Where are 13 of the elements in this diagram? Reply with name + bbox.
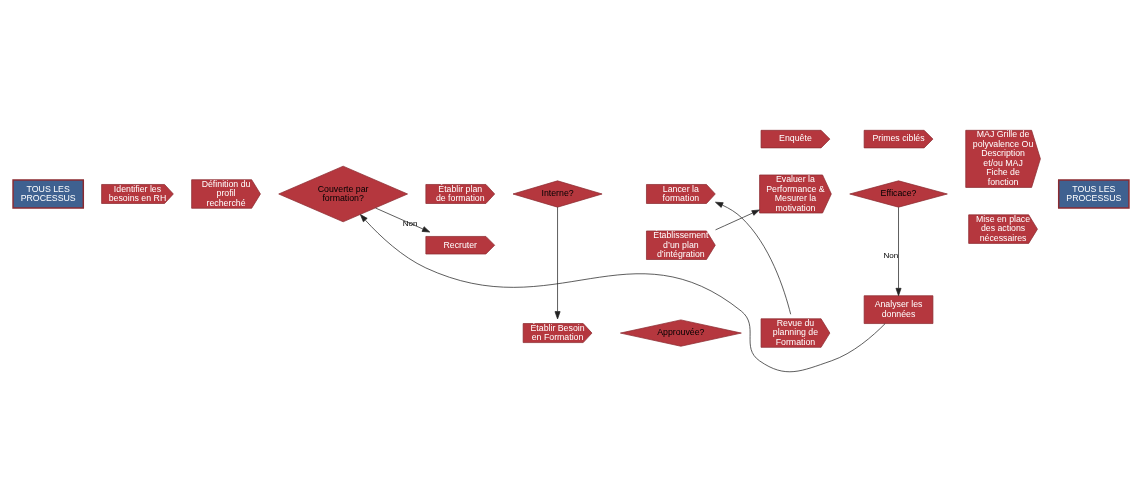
arrow (715, 201, 792, 315)
arrow (895, 206, 902, 296)
edge-label: Non (883, 250, 899, 260)
node-box: TOUS LES PROCESSUS (12, 179, 85, 209)
node-diamond: Approuvée? (620, 319, 742, 347)
arrow (554, 206, 561, 320)
node-box: TOUS LES PROCESSUS (1057, 179, 1130, 209)
arrow (375, 207, 431, 233)
node-box: Analyser les données (863, 295, 934, 324)
arrow (360, 214, 886, 373)
node-diamond: Efficace? (849, 180, 948, 208)
node-diamond: Interne? (512, 180, 603, 208)
arrow (715, 209, 760, 231)
